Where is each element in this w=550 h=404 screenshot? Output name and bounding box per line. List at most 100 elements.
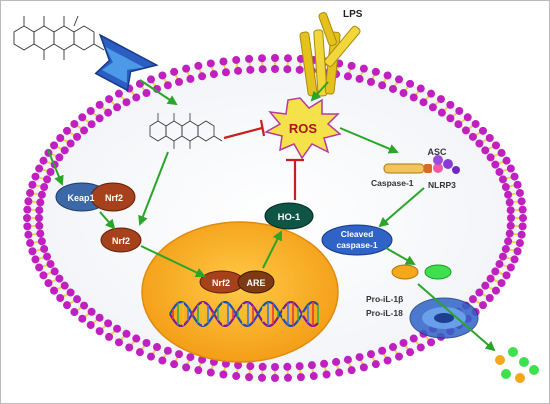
- lipid-head: [378, 81, 387, 90]
- lipid-head: [31, 172, 40, 181]
- lipid-head: [502, 271, 511, 280]
- lipid-head: [50, 141, 59, 150]
- drug-molecule-structure: [13, 15, 105, 60]
- lipid-head: [206, 368, 215, 377]
- nrf2-free-label: Nrf2: [112, 236, 130, 246]
- activation-arrows: [47, 79, 496, 352]
- lipid-head: [39, 156, 48, 165]
- lipid-head: [26, 188, 35, 197]
- lipid-head: [66, 288, 75, 297]
- lipid-head: [113, 324, 122, 333]
- lipid-head: [40, 183, 49, 192]
- lipid-head: [491, 267, 500, 276]
- lipid-head: [105, 95, 114, 104]
- lipid-head: [478, 301, 487, 310]
- lipid-head: [39, 271, 48, 280]
- lipid-head: [515, 239, 524, 248]
- pro-il1b-protein: [391, 264, 419, 280]
- lipid-head: [506, 221, 515, 230]
- ros-label: ROS: [289, 121, 318, 136]
- lipid-head: [234, 66, 243, 75]
- pro-il18-protein: [424, 264, 452, 280]
- arrow-ros-to-inflammasome: [339, 127, 399, 154]
- lipid-head: [37, 190, 46, 199]
- lipid-head: [114, 338, 123, 347]
- arrow-inflammasome-to-cleaved: [378, 187, 425, 228]
- lipid-head: [505, 198, 514, 207]
- lipid-head: [56, 134, 65, 142]
- lipid-head: [498, 175, 507, 184]
- lipid-head: [182, 363, 191, 372]
- lipid-head: [78, 314, 87, 323]
- lipid-head: [44, 279, 53, 288]
- arrow-channel-to-drug: [139, 79, 178, 106]
- lipid-head: [501, 183, 510, 192]
- lipid-head: [66, 139, 75, 148]
- lipid-head: [87, 120, 96, 129]
- lipid-head: [163, 346, 172, 355]
- lipid-head: [409, 93, 418, 102]
- lipid-head: [399, 338, 408, 347]
- lipid-head: [258, 362, 267, 371]
- lipid-head: [283, 54, 292, 63]
- lipid-head: [497, 279, 506, 288]
- lipid-head: [104, 319, 113, 328]
- lipid-head: [406, 79, 415, 88]
- lipid-head: [206, 59, 215, 68]
- lipid-head: [446, 114, 455, 123]
- lipid-head: [122, 98, 131, 107]
- lipid-head: [271, 374, 279, 382]
- arrow-pro-il-to-release: [417, 283, 496, 352]
- lipid-head: [73, 132, 82, 141]
- caspase1-label: Caspase-1: [371, 178, 414, 188]
- lipid-head: [95, 313, 104, 322]
- lipid-head: [389, 84, 397, 93]
- lipid-head: [194, 366, 203, 375]
- lipid-head: [182, 64, 191, 73]
- lipid-head: [78, 113, 87, 122]
- lipid-head: [142, 338, 151, 347]
- nucleus: [141, 221, 339, 363]
- lipid-head: [70, 119, 79, 128]
- lipid-head: [395, 352, 403, 361]
- lipid-head: [163, 81, 172, 90]
- lipid-head: [486, 274, 495, 283]
- lipid-head: [95, 327, 104, 336]
- lipid-head: [383, 71, 392, 80]
- lipid-head: [114, 89, 123, 98]
- lipid-head: [355, 353, 364, 362]
- lipid-head: [332, 357, 341, 366]
- ho1-label: HO-1: [278, 212, 301, 223]
- lipid-head: [35, 221, 44, 230]
- lipid-head: [506, 263, 515, 272]
- lipid-head: [73, 295, 82, 304]
- lipid-head: [419, 98, 428, 107]
- lipid-head: [147, 352, 155, 361]
- lipid-head: [43, 252, 52, 261]
- lipid-head: [518, 205, 527, 214]
- lipid-head: [518, 222, 527, 231]
- lipid-head: [506, 206, 515, 215]
- lipid-head: [234, 361, 243, 370]
- lipid-head: [23, 222, 32, 231]
- inhibit-drug-to-ros: [223, 126, 263, 140]
- lipid-head: [24, 230, 33, 239]
- lipid-head: [170, 360, 179, 369]
- gasdermin-pore-icon: [409, 297, 479, 339]
- arrow-drug-to-nrf2: [138, 151, 169, 226]
- lipid-head: [50, 286, 59, 295]
- lipid-head: [491, 141, 500, 150]
- released-cytokines: [495, 347, 539, 383]
- lipid-head: [36, 229, 45, 238]
- ros-starburst: [264, 97, 342, 160]
- lipid-head: [35, 214, 43, 222]
- lipid-head: [395, 75, 403, 84]
- il18-label: IL-18: [512, 322, 532, 332]
- lipid-head: [232, 55, 241, 64]
- lipid-head: [366, 350, 375, 359]
- lipid-head: [427, 338, 436, 347]
- arrow-keap1-to-nrf2: [99, 211, 116, 230]
- lipid-head: [95, 100, 104, 109]
- lipid-head: [86, 321, 95, 330]
